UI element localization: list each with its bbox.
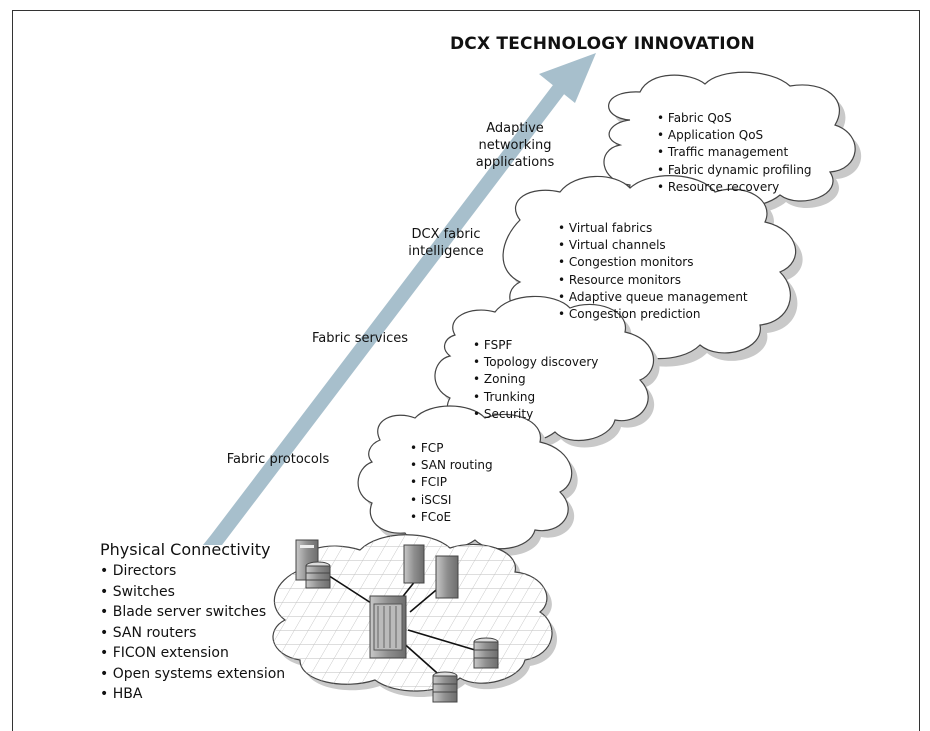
server-tower-right <box>435 555 459 599</box>
list-item: Application QoS <box>657 127 812 144</box>
stage-label-intelligence: DCX fabric intelligence <box>408 227 484 259</box>
director-chassis <box>369 595 407 659</box>
list-item: Blade server switches <box>100 602 285 623</box>
list-item: HBA <box>100 684 285 705</box>
stage-label-protocols: Fabric protocols <box>226 452 330 467</box>
list-item: Congestion monitors <box>558 254 748 271</box>
diagram-title: DCX TECHNOLOGY INNOVATION <box>450 34 755 54</box>
list-item: FICON extension <box>100 643 285 664</box>
server-tower-top <box>403 544 425 584</box>
list-item: Zoning <box>473 371 598 388</box>
list-item: FCIP <box>410 474 493 491</box>
list-item: Virtual fabrics <box>558 220 748 237</box>
cloud-services-list: FSPF Topology discovery Zoning Trunking … <box>473 337 598 423</box>
list-item: Security <box>473 406 598 423</box>
innovation-arrow <box>203 53 596 545</box>
list-item: FSPF <box>473 337 598 354</box>
cloud-intelligence-list: Virtual fabrics Virtual channels Congest… <box>558 220 748 323</box>
storage-left <box>305 561 331 589</box>
list-item: Switches <box>100 582 285 603</box>
list-item: Virtual channels <box>558 237 748 254</box>
list-item: Fabric QoS <box>657 110 812 127</box>
cloud-protocols-list: FCP SAN routing FCIP iSCSI FCoE <box>410 440 493 526</box>
list-item: Adaptive queue management <box>558 289 748 306</box>
list-item: SAN routers <box>100 623 285 644</box>
list-item: Directors <box>100 561 285 582</box>
list-item: Fabric dynamic profiling <box>657 162 812 179</box>
list-item: Resource monitors <box>558 272 748 289</box>
list-item: Resource recovery <box>657 179 812 196</box>
storage-right <box>473 637 499 669</box>
list-item: FCoE <box>410 509 493 526</box>
physical-connectivity-list: Directors Switches Blade server switches… <box>100 561 285 705</box>
list-item: iSCSI <box>410 492 493 509</box>
storage-bottom <box>432 671 458 703</box>
list-item: Topology discovery <box>473 354 598 371</box>
physical-connectivity: Physical Connectivity Directors Switches… <box>100 540 285 705</box>
stage-label-services: Fabric services <box>311 331 409 346</box>
stage-label-adaptive: Adaptive networking applications <box>475 121 555 170</box>
figure-frame <box>12 10 920 731</box>
list-item: SAN routing <box>410 457 493 474</box>
physical-connectivity-title: Physical Connectivity <box>100 540 271 559</box>
list-item: FCP <box>410 440 493 457</box>
cloud-adaptive-list: Fabric QoS Application QoS Traffic manag… <box>657 110 812 196</box>
list-item: Congestion prediction <box>558 306 748 323</box>
list-item: Traffic management <box>657 144 812 161</box>
list-item: Open systems extension <box>100 664 285 685</box>
list-item: Trunking <box>473 389 598 406</box>
